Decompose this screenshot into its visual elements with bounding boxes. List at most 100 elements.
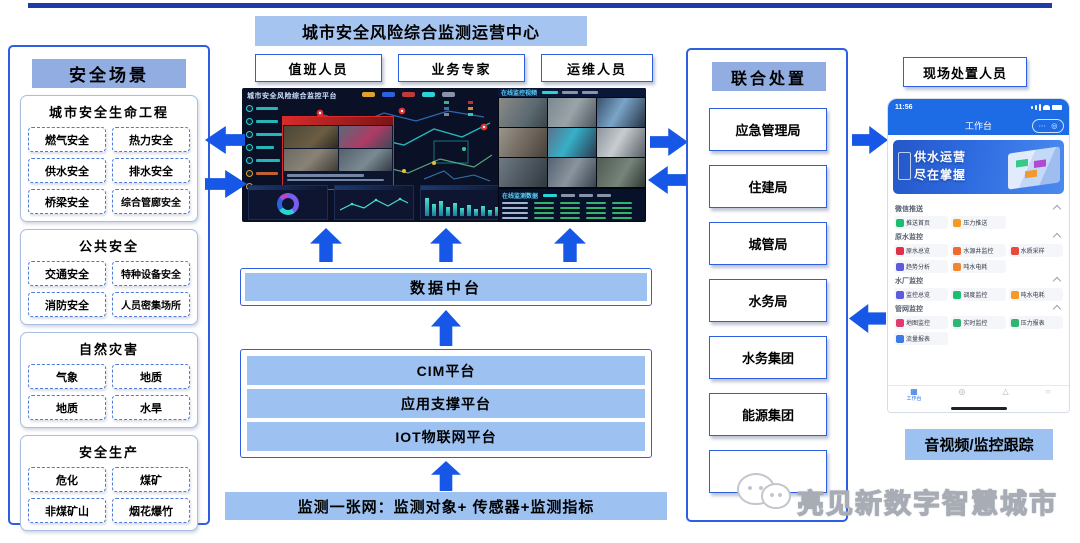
scenario-item: 消防安全	[28, 292, 106, 317]
phone-nav-title: 工作台	[964, 120, 992, 131]
arrow-network-to-platforms	[431, 461, 461, 491]
app-icon	[896, 262, 904, 271]
app-item: 水源井监控	[951, 244, 1006, 257]
scenario-item: 特种设备安全	[112, 261, 190, 286]
scenario-item: 综合管廊安全	[112, 189, 190, 214]
video-wall-section: 在线监控视频 在线监测数据	[498, 88, 646, 222]
scenario-item: 交通安全	[28, 261, 106, 286]
app-section-title: 管网监控	[895, 306, 923, 313]
scenario-panel: 安全场景 城市安全生命工程 燃气安全 热力安全 供水安全 排水安全 桥梁安全 综…	[8, 45, 210, 531]
supply-water-banner: 供水运营 尽在掌握	[893, 140, 1064, 194]
tab-location-icon: ◎	[958, 387, 966, 396]
scenario-item: 人员密集场所	[112, 292, 190, 317]
av-monitoring-label: 音视频/监控跟踪	[905, 429, 1053, 460]
app-item: 水质采样	[1008, 244, 1063, 257]
monitoring-data-table: 在线监测数据	[499, 188, 645, 221]
scenario-item: 燃气安全	[28, 127, 106, 152]
banner-line-2: 尽在掌握	[914, 168, 967, 182]
arrow-data-to-dashboard-3	[554, 228, 586, 262]
banner-badge	[898, 152, 911, 180]
scenario-item: 非煤矿山	[28, 498, 106, 523]
app-item: 压力报表	[1008, 316, 1063, 329]
data-table-tabs	[543, 193, 612, 197]
app-section-title: 微信推送	[895, 206, 923, 213]
alert-popup	[282, 116, 394, 190]
more-dots-icon: ⋯	[1038, 122, 1046, 130]
phone-nav-bar: 工作台 ⋯ ◎	[888, 115, 1069, 135]
staff-box-duty: 值班人员	[255, 54, 382, 82]
staff-box-ops: 运维人员	[541, 54, 653, 82]
app-item: 流量报表	[894, 332, 949, 345]
tab-profile-icon: ○	[1045, 387, 1051, 396]
chevron-up-icon	[1052, 232, 1062, 242]
phone-mockup: 11:56 工作台 ⋯ ◎ 供水运营 尽在掌握 微信推送 推送首页 压力推送	[888, 99, 1069, 412]
section-title: 自然灾害	[78, 342, 139, 357]
chevron-up-icon	[1052, 304, 1062, 314]
scenario-item: 危化	[28, 467, 106, 492]
app-item: 压力推送	[951, 216, 1006, 229]
scenario-panel-header: 安全场景	[32, 59, 186, 88]
scenario-section-public: 公共安全 交通安全 特种设备安全 消防安全 人员密集场所	[20, 229, 198, 325]
operations-center-title: 城市安全风险综合监测运营中心	[255, 16, 587, 46]
app-icon	[953, 246, 962, 255]
arrow-data-to-dashboard-2	[430, 228, 462, 262]
arrow-disposal-to-field	[852, 126, 888, 154]
watermark-text: 亮见新数字智慧城市	[796, 488, 1058, 519]
scenario-section-natural: 自然灾害 气象 地质 地质 水旱	[20, 332, 198, 428]
wechat-icon	[737, 465, 797, 517]
scenario-item: 烟花爆竹	[112, 498, 190, 523]
donut-chart-panel	[248, 185, 328, 220]
arrow-field-to-disposal	[849, 304, 886, 333]
tab-alert-icon: △	[1002, 387, 1009, 396]
app-item: 吨水电耗	[951, 260, 1006, 273]
video-wall-title: 在线监控视频	[501, 91, 538, 97]
close-circle-icon: ◎	[1051, 122, 1058, 130]
app-item: 推送首页	[894, 216, 949, 229]
arrow-dashboard-to-scenarios	[205, 126, 245, 154]
scenario-item: 水旱	[112, 395, 190, 420]
scenario-item: 地质	[112, 364, 190, 389]
staff-box-expert: 业务专家	[398, 54, 525, 82]
section-title: 城市安全生命工程	[48, 105, 169, 120]
scenario-item: 桥梁安全	[28, 189, 106, 214]
platform-stack-box: CIM平台 应用支撑平台 IOT物联网平台	[240, 349, 652, 458]
platform-cim: CIM平台	[247, 356, 645, 385]
org-box-water-group: 水务集团	[709, 336, 827, 379]
water-plant-illustration	[1008, 146, 1060, 190]
arrow-platforms-to-data	[431, 310, 461, 346]
cctv-grid	[498, 97, 646, 188]
dashboard-kpi-column	[246, 105, 282, 190]
video-wall-tabs	[542, 91, 599, 94]
disposal-panel: 联合处置 应急管理局 住建局 城管局 水务局 水务集团 能源集团	[686, 48, 848, 522]
app-section-title: 水厂监控	[895, 278, 923, 285]
top-divider-line	[28, 3, 1052, 8]
app-item: 地图监控	[894, 316, 949, 329]
phone-status-bar: 11:56	[888, 99, 1069, 115]
org-box-energy-group: 能源集团	[709, 393, 827, 436]
org-box-housing: 住建局	[709, 165, 827, 208]
app-item: 调度监控	[951, 288, 1006, 301]
org-box-emergency: 应急管理局	[709, 108, 827, 151]
dashboard-screenshot: 城市安全风险综合监控平台	[242, 88, 646, 222]
field-staff-box: 现场处置人员	[903, 57, 1027, 87]
app-item: 监控总览	[894, 288, 949, 301]
phone-time: 11:56	[895, 103, 913, 111]
platform-iot: IOT物联网平台	[247, 422, 645, 451]
chevron-up-icon	[1052, 204, 1062, 214]
app-icon	[896, 334, 904, 343]
scenario-item: 煤矿	[112, 467, 190, 492]
app-icon	[953, 290, 962, 299]
section-title: 安全生产	[78, 445, 139, 460]
bar-chart-panel	[420, 185, 512, 220]
app-icon	[896, 246, 904, 255]
arrow-data-to-dashboard-1	[310, 228, 342, 262]
miniprogram-menu-pill: ⋯ ◎	[1032, 119, 1064, 133]
scenario-item: 排水安全	[112, 158, 190, 183]
data-platform-label: 数据中台	[245, 273, 647, 301]
monitoring-network-bar: 监测一张网：监测对象+ 传感器+监测指标	[225, 492, 667, 520]
app-item: 原水总览	[894, 244, 949, 257]
app-icon	[1010, 318, 1019, 327]
scenario-item: 气象	[28, 364, 106, 389]
banner-line-1: 供水运营	[914, 150, 967, 164]
